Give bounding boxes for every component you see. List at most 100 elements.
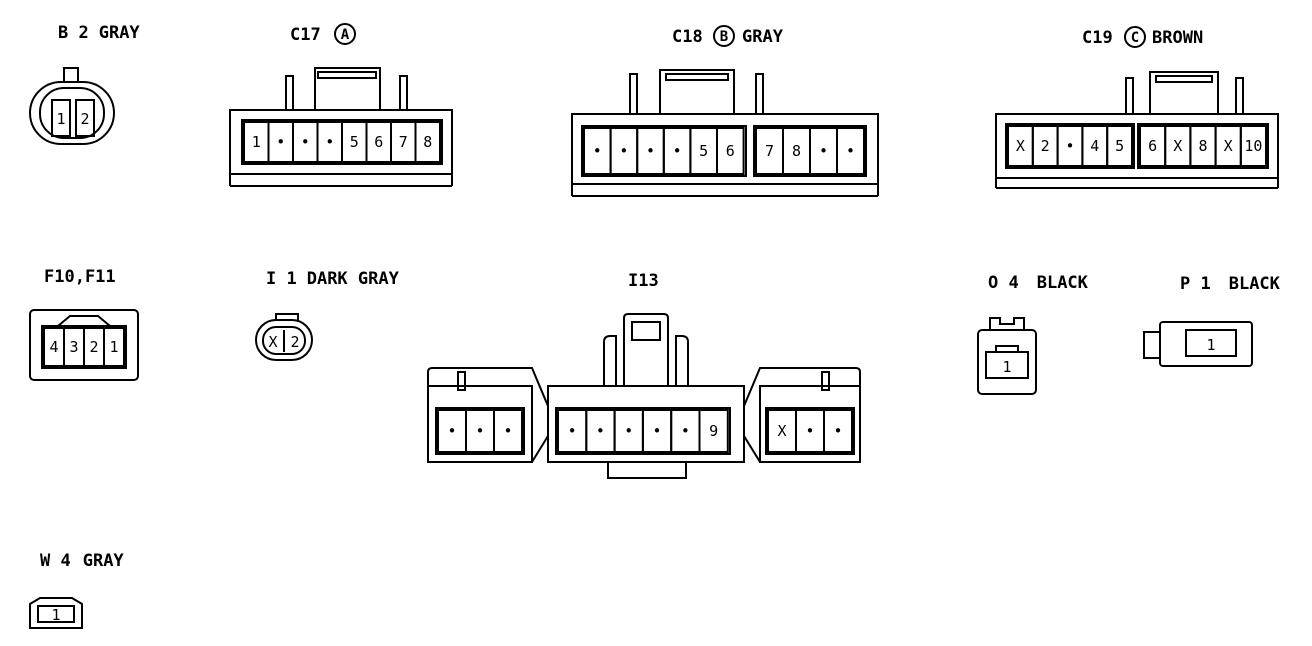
i13-latch-tower <box>623 313 669 386</box>
b2-color: GRAY <box>99 23 141 43</box>
p1-name: P 1 <box>1180 274 1211 294</box>
w4-color: GRAY <box>83 551 125 571</box>
c18-pin-8: 8 <box>792 142 801 160</box>
b2-pin-1: 1 <box>56 110 65 128</box>
c17-pin-4: • <box>325 133 334 151</box>
c17-pin-8: 8 <box>423 133 432 151</box>
c19-pin-10: 10 <box>1244 137 1262 155</box>
w4-pin-1: 1 <box>51 606 60 624</box>
c19-cavity-frame-left <box>1005 123 1135 169</box>
b2-name: B 2 <box>58 23 89 43</box>
i13-name: I13 <box>628 271 659 291</box>
i13-pin-7: • <box>653 422 662 440</box>
f10-pin-1: 4 <box>49 338 58 356</box>
c17-pin-7: 7 <box>399 133 408 151</box>
c18-cavity-frame-left <box>581 125 747 177</box>
f10-cavity-frame <box>41 325 127 369</box>
c17-latch <box>314 67 381 110</box>
c18-pin-4: • <box>673 142 682 160</box>
c18-color: GRAY <box>742 27 784 47</box>
c17-badge: A <box>341 27 350 43</box>
c19-cavity-5 <box>1106 125 1133 167</box>
w4-cavity <box>37 605 75 623</box>
c19-cavity-frame-right <box>1137 123 1269 169</box>
c17-pin-3: • <box>301 133 310 151</box>
i13-cavity-frame-center <box>555 407 731 455</box>
c18-post-left <box>629 73 638 115</box>
b2-latch <box>63 67 79 83</box>
connector-b2: B 2 GRAY 1 2 <box>29 23 140 145</box>
i13-cavity-frame-left <box>435 407 525 455</box>
c19-pin-6: 6 <box>1148 137 1157 155</box>
c18-cavity-10 <box>836 127 865 175</box>
i13-pin-2: • <box>475 422 484 440</box>
i1-name: I 1 <box>266 269 297 289</box>
b2-label: B 2 GRAY <box>58 23 140 43</box>
p1-label: P 1 BLACK <box>1180 274 1281 294</box>
c18-post-right <box>755 73 764 115</box>
c17-pin-1: 1 <box>252 133 261 151</box>
c18-pin-7: 7 <box>765 142 774 160</box>
c18-cavity-frame-right <box>753 125 867 177</box>
c18-pin-6: 6 <box>726 142 735 160</box>
i13-latch-arm-right <box>675 335 689 386</box>
c17-pin-5: 5 <box>350 133 359 151</box>
i13-bottom-tab <box>607 461 687 479</box>
c18-cavity-6 <box>716 127 745 175</box>
c19-latch-slot <box>1155 75 1213 83</box>
c18-badge: B <box>720 29 728 45</box>
o4-cavity <box>985 351 1029 379</box>
c19-pin-3: • <box>1065 137 1074 155</box>
b2-housing-inner <box>39 87 105 139</box>
f10-pin-2: 3 <box>69 338 78 356</box>
o4-name: O 4 <box>988 273 1019 293</box>
c19-pin-7: X <box>1173 137 1182 155</box>
c18-pin-2: • <box>619 142 628 160</box>
c17-latch-slot <box>317 71 377 79</box>
i13-cavity-3 <box>493 409 523 453</box>
c19-pin-8: 8 <box>1198 137 1207 155</box>
i13-cavity-12 <box>823 409 853 453</box>
c17-name: C17 <box>290 25 321 45</box>
o4-latch <box>989 317 1025 331</box>
c18-pin-1: • <box>593 142 602 160</box>
c17-pin-2: • <box>276 133 285 151</box>
c19-pin-1: X <box>1016 137 1025 155</box>
c19-badge: C <box>1131 30 1139 46</box>
i13-latch-window <box>631 321 661 341</box>
i13-pin-6: • <box>624 422 633 440</box>
i13-cavity-9 <box>698 409 729 453</box>
c19-post-left <box>1125 77 1134 115</box>
c18-latch <box>659 69 735 114</box>
b2-pin-2: 2 <box>80 110 89 128</box>
c17-cavity-frame <box>241 119 443 165</box>
p1-color: BLACK <box>1229 274 1281 294</box>
p1-cavity <box>1185 329 1237 357</box>
c19-pin-2: 2 <box>1041 137 1050 155</box>
c18-pin-10: • <box>846 142 855 160</box>
i13-right-body <box>759 385 861 463</box>
f10-name: F10,F11 <box>44 267 116 287</box>
i13-pin-8: • <box>681 422 690 440</box>
i13-pin-9: 9 <box>709 422 718 440</box>
b2-housing-outer <box>29 81 115 145</box>
c19-pin-9: X <box>1224 137 1233 155</box>
i1-pin-1: X <box>268 333 277 351</box>
i13-pin-5: • <box>596 422 605 440</box>
i1-color: DARK GRAY <box>307 269 400 289</box>
f10-pin-3: 2 <box>89 338 98 356</box>
i13-pin-1: • <box>447 422 456 440</box>
c17-pin-6: 6 <box>374 133 383 151</box>
i1-pin-2: 2 <box>290 333 299 351</box>
c17-badge-circle <box>334 23 356 45</box>
